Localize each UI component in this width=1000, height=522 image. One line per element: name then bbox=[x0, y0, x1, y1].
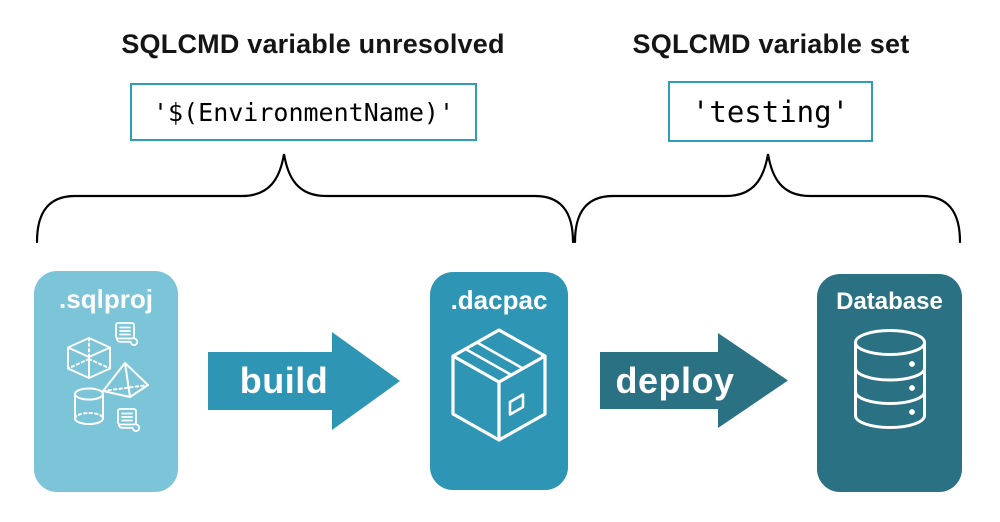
database-cylinder-icon bbox=[854, 329, 926, 429]
set-variable-text: 'testing' bbox=[691, 94, 850, 129]
build-arrow-label: build bbox=[239, 360, 329, 401]
sqlproj-label: .sqlproj bbox=[59, 284, 153, 314]
build-arrow-shape bbox=[208, 332, 400, 430]
unresolved-variable-box: '$(EnvironmentName)' bbox=[130, 83, 477, 141]
package-box-icon bbox=[451, 328, 547, 442]
build-arrow: build bbox=[208, 332, 400, 430]
right-heading: SQLCMD variable set bbox=[632, 29, 910, 59]
database-label: Database bbox=[836, 288, 943, 315]
sqlproj-card: .sqlproj bbox=[34, 271, 178, 492]
deploy-arrow-shape bbox=[600, 333, 788, 428]
right-brace bbox=[573, 153, 962, 244]
set-variable-box: 'testing' bbox=[668, 81, 873, 142]
left-heading: SQLCMD variable unresolved bbox=[121, 29, 505, 59]
left-brace bbox=[35, 153, 575, 244]
database-card: Database bbox=[817, 274, 962, 492]
sql-schema-objects-icon bbox=[67, 322, 149, 432]
deploy-arrow-label: deploy bbox=[615, 359, 735, 401]
unresolved-variable-text: '$(EnvironmentName)' bbox=[152, 97, 455, 127]
dacpac-card: .dacpac bbox=[430, 272, 568, 490]
deploy-arrow: deploy bbox=[600, 333, 788, 428]
dacpac-label: .dacpac bbox=[450, 285, 548, 315]
